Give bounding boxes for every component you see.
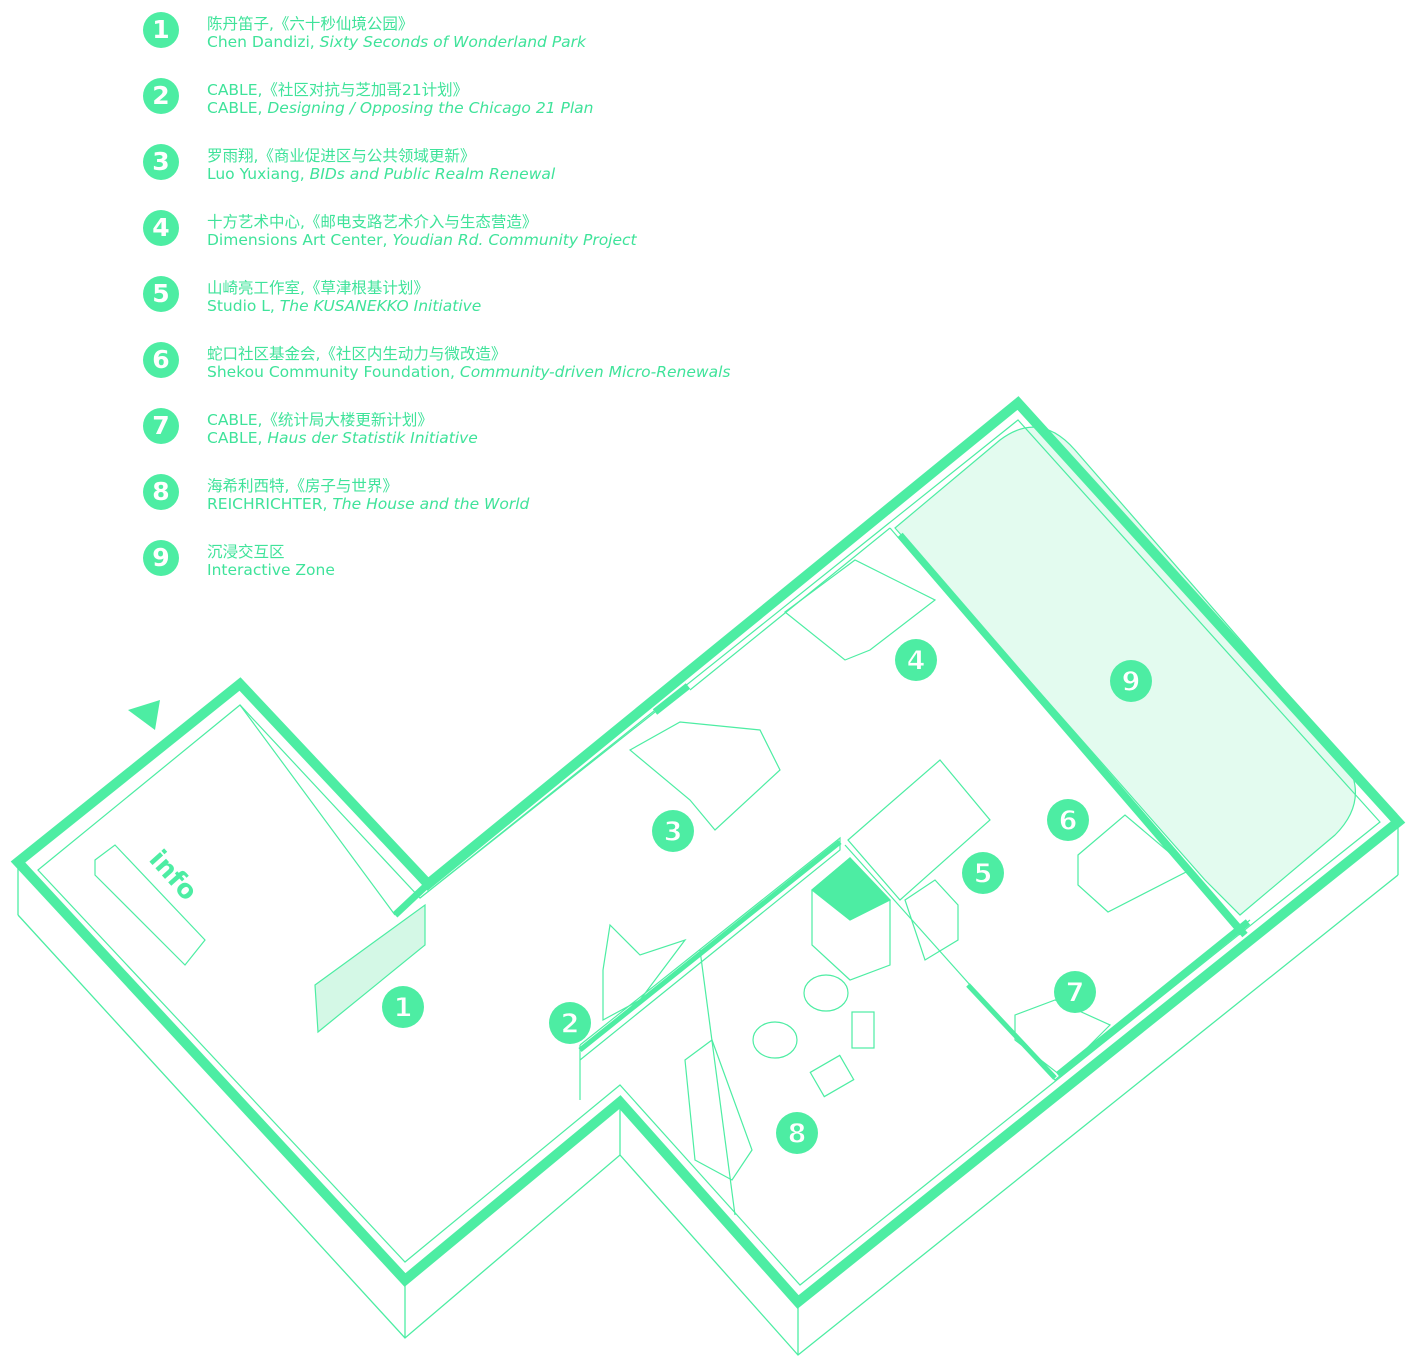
author: Shekou Community Foundation, <box>207 363 460 381</box>
number-badge: 2 <box>143 78 179 114</box>
partition-wall <box>652 683 691 715</box>
svg-text:9: 9 <box>1122 667 1141 698</box>
author: Chen Dandizi, <box>207 33 320 51</box>
svg-text:4: 4 <box>907 646 926 677</box>
marker-9: 9 <box>1110 660 1152 702</box>
legend-item-4: 4 十方艺术中心,《邮电支路艺术介入与生态营造》Dimensions Art Ce… <box>143 210 783 260</box>
info-desk <box>94 844 206 966</box>
english-title: Studio L, The KUSANEKKO Initiative <box>207 297 481 315</box>
legend-item-6: 6 蛇口社区基金会,《社区内生动力与微改造》Shekou Community Fo… <box>143 342 783 392</box>
english-title: Dimensions Art Center, Youdian Rd. Commu… <box>207 231 637 249</box>
work-title: Sixty Seconds of Wonderland Park <box>319 33 587 51</box>
english-title: REICHRICHTER, The House and the World <box>207 495 529 513</box>
work-title: Haus der Statistik Initiative <box>267 429 478 447</box>
work-title: Designing / Opposing the Chicago 21 Plan <box>267 99 594 117</box>
marker-3: 3 <box>652 810 694 852</box>
legend-item-5: 5 山崎亮工作室,《草津根基计划》Studio L, The KUSANEKKO … <box>143 276 783 326</box>
author: Luo Yuxiang, <box>207 165 310 183</box>
author: Dimensions Art Center, <box>207 231 393 249</box>
svg-text:7: 7 <box>1066 978 1085 1009</box>
svg-text:3: 3 <box>664 817 683 848</box>
svg-text:2: 2 <box>561 1009 580 1040</box>
chinese-title: 十方艺术中心,《邮电支路艺术介入与生态营造》 <box>207 213 538 231</box>
author: REICHRICHTER, <box>207 495 333 513</box>
number-badge: 7 <box>143 408 179 444</box>
author: Interactive Zone <box>207 561 335 579</box>
work-title: BIDs and Public Realm Renewal <box>309 165 556 183</box>
number-badge: 5 <box>143 276 179 312</box>
outer-wall <box>10 396 1406 1309</box>
svg-text:1: 1 <box>394 993 413 1024</box>
svg-text:6: 6 <box>1059 806 1078 837</box>
partition-wall <box>966 983 1057 1080</box>
legend-item-3: 3 罗雨翔,《商业促进区与公共领域更新》Luo Yuxiang, BIDs and… <box>143 144 783 194</box>
outer-wall-verticals <box>17 822 1399 1355</box>
partition-wall <box>392 881 431 918</box>
chinese-title: 沉浸交互区 <box>207 543 285 561</box>
partition-wall <box>578 840 842 1052</box>
legend-item-2: 2 CABLE,《社区对抗与芝加哥21计划》CABLE, Designing / … <box>143 78 783 128</box>
english-title: CABLE, Designing / Opposing the Chicago … <box>207 99 593 117</box>
svg-text:5: 5 <box>974 859 993 890</box>
work-title: Youdian Rd. Community Project <box>392 231 637 249</box>
chinese-title: CABLE,《社区对抗与芝加哥21计划》 <box>207 81 469 99</box>
marker-2: 2 <box>549 1002 591 1044</box>
marker-6: 6 <box>1047 799 1089 841</box>
info-label: info <box>143 845 203 907</box>
marker-5: 5 <box>962 852 1004 894</box>
number-badge: 1 <box>143 12 179 48</box>
work-title: The House and the World <box>332 495 530 513</box>
chinese-title: 蛇口社区基金会,《社区内生动力与微改造》 <box>207 345 507 363</box>
english-title: Luo Yuxiang, BIDs and Public Realm Renew… <box>207 165 555 183</box>
marker-8: 8 <box>776 1112 818 1154</box>
author: Studio L, <box>207 297 280 315</box>
marker-7: 7 <box>1054 971 1096 1013</box>
work-title: Community-driven Micro-Renewals <box>459 363 731 381</box>
english-title: CABLE, Haus der Statistik Initiative <box>207 429 478 447</box>
work-title: The KUSANEKKO Initiative <box>279 297 482 315</box>
exhibit-structures <box>602 559 1192 1181</box>
inner-wall-line <box>37 419 1381 1286</box>
marker-1: 1 <box>382 986 424 1028</box>
number-badge: 6 <box>143 342 179 378</box>
number-badge: 3 <box>143 144 179 180</box>
svg-text:8: 8 <box>788 1119 807 1150</box>
number-badge: 9 <box>143 540 179 576</box>
chinese-title: 罗雨翔,《商业促进区与公共领域更新》 <box>207 147 476 165</box>
chinese-title: CABLE,《统计局大楼更新计划》 <box>207 411 433 429</box>
partition-wall <box>1055 919 1251 1078</box>
exhibit-1-panel <box>314 903 426 1034</box>
marker-4: 4 <box>895 639 937 681</box>
number-badge: 4 <box>143 210 179 246</box>
english-title: Interactive Zone <box>207 561 335 579</box>
english-title: Chen Dandizi, Sixty Seconds of Wonderlan… <box>207 33 586 51</box>
chinese-title: 陈丹笛子,《六十秒仙境公园》 <box>207 15 414 33</box>
legend-item-1: 1 陈丹笛子,《六十秒仙境公园》Chen Dandizi, Sixty Secon… <box>143 12 783 62</box>
chinese-title: 山崎亮工作室,《草津根基计划》 <box>207 279 429 297</box>
legend-item-8: 8 海希利西特,《房子与世界》REICHRICHTER, The House an… <box>143 474 783 524</box>
author: CABLE, <box>207 99 268 117</box>
entrance-arrow-icon <box>128 700 160 730</box>
number-badge: 8 <box>143 474 179 510</box>
english-title: Shekou Community Foundation, Community-d… <box>207 363 730 381</box>
chinese-title: 海希利西特,《房子与世界》 <box>207 477 398 495</box>
legend-item-7: 7 CABLE,《统计局大楼更新计划》CABLE, Haus der Statis… <box>143 408 783 458</box>
author: CABLE, <box>207 429 268 447</box>
